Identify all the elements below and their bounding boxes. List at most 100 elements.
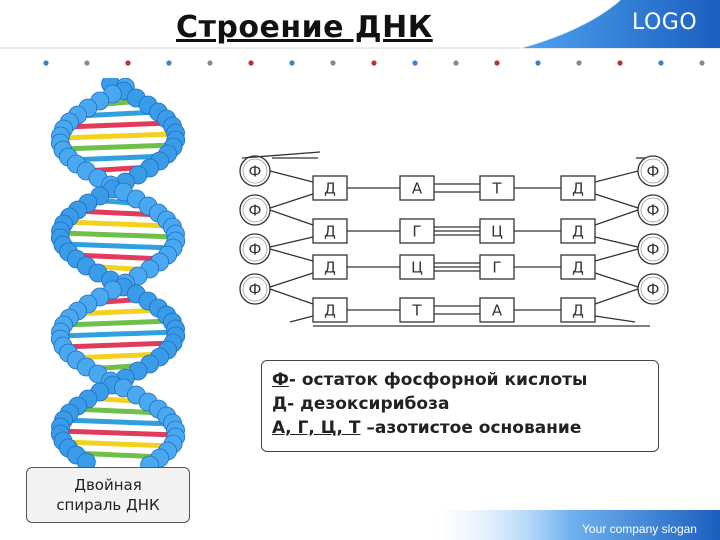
base-right-label: Г — [492, 259, 501, 277]
phosphate-right-label: Ф — [647, 202, 660, 220]
base-pair-rung — [57, 428, 179, 438]
base-pair-rung — [61, 417, 175, 427]
divider-dot — [166, 60, 172, 66]
base-pair-rung — [57, 230, 179, 240]
divider-dot — [43, 60, 49, 66]
phosphate-right-label: Ф — [647, 281, 660, 299]
legend-box: Ф- остаток фосфорной кислоты Д- дезоксир… — [261, 360, 659, 452]
base-right: Г — [479, 254, 515, 280]
legend-text: - дезоксирибоза — [287, 394, 450, 414]
sugar-left: Д — [312, 218, 348, 244]
backbone-bead — [76, 452, 96, 470]
phosphate-left-label: Ф — [249, 202, 262, 220]
phosphate-right-label: Ф — [647, 163, 660, 181]
sugar-left-label: Д — [324, 223, 336, 241]
sugar-left-label: Д — [324, 259, 336, 277]
slogan: Your company slogan — [582, 522, 697, 536]
phosphate-left-label: Ф — [249, 281, 262, 299]
legend-text: - остаток фосфорной кислоты — [288, 370, 588, 390]
base-left: Т — [399, 297, 435, 323]
divider-dot — [494, 60, 500, 66]
legend-line-sugar: Д- дезоксирибоза — [272, 392, 648, 416]
sugar-phosphate-link-right — [594, 236, 639, 248]
phosphate-right: Ф — [637, 194, 669, 226]
sugar-phosphate-link-right — [594, 193, 639, 209]
phosphate-left-label: Ф — [249, 163, 262, 181]
divider-dot — [289, 60, 295, 66]
divider-dot — [330, 60, 336, 66]
base-pair-rung — [67, 153, 169, 163]
legend-key: Ф — [272, 370, 289, 390]
divider-dot — [371, 60, 377, 66]
base-pair-rung — [59, 142, 177, 152]
divider-dot — [453, 60, 459, 66]
base-right-label: А — [492, 302, 503, 320]
base-pair-rung — [71, 406, 165, 416]
divider-dot — [125, 60, 131, 66]
page-title: Строение ДНК — [176, 10, 433, 45]
phosphate-right-label: Ф — [647, 241, 660, 259]
phosphate-sugar-link-left — [269, 248, 314, 262]
sugar-right: Д — [560, 254, 596, 280]
divider-dot — [412, 60, 418, 66]
legend-key: А, Г, Ц, Т — [272, 418, 361, 438]
base-right-label: Т — [491, 180, 502, 198]
divider-dot — [576, 60, 582, 66]
base-left-label: Т — [411, 302, 422, 320]
caption-line: спираль ДНК — [56, 496, 160, 514]
phosphate-left: Ф — [239, 194, 271, 226]
dna-helix-image — [50, 78, 186, 470]
sugar-phosphate-link-left — [269, 272, 314, 288]
sugar-left-label: Д — [324, 180, 336, 198]
phosphate-sugar-link-left — [269, 209, 314, 226]
base-pair-rung — [61, 318, 175, 328]
legend-text: –азотистое основание — [360, 418, 582, 438]
base-right-label: Ц — [491, 223, 503, 241]
base-left: Г — [399, 218, 435, 244]
strand-rail-left — [241, 151, 321, 159]
sugar-right-label: Д — [572, 302, 584, 320]
phosphate-sugar-link-left — [269, 170, 314, 183]
divider-dot — [658, 60, 664, 66]
sugar-phosphate-link-left — [269, 236, 314, 248]
sugar-right: Д — [560, 175, 596, 201]
base-left-label: Г — [412, 223, 421, 241]
base-pair-rung — [57, 329, 179, 339]
phosphate-right: Ф — [637, 233, 669, 265]
phosphate-sugar-link-right — [594, 288, 639, 305]
phosphate-right: Ф — [637, 155, 669, 187]
divider-dot — [84, 60, 90, 66]
phosphate-left: Ф — [239, 233, 271, 265]
phosphate-left: Ф — [239, 155, 271, 187]
phosphate-sugar-link-right — [594, 209, 639, 226]
base-pair-rung — [59, 241, 177, 251]
helix-caption: Двойная спираль ДНК — [26, 467, 190, 523]
legend-key: Д — [272, 394, 288, 414]
phosphate-right: Ф — [637, 273, 669, 305]
base-left-label: А — [412, 180, 423, 198]
sugar-phosphate-link-right — [594, 272, 639, 288]
backbone-bead — [140, 455, 160, 470]
phosphate-sugar-link-right — [594, 248, 639, 262]
phosphate-sugar-link-left — [269, 288, 314, 305]
divider-dot — [699, 60, 705, 66]
phosphate-left-label: Ф — [249, 241, 262, 259]
divider-dot — [617, 60, 623, 66]
sugar-left-label: Д — [324, 302, 336, 320]
base-left: А — [399, 175, 435, 201]
base-pair-rung — [72, 307, 164, 317]
sugar-phosphate-link-left — [289, 315, 314, 323]
phosphate-left: Ф — [239, 273, 271, 305]
base-pair-rung — [62, 219, 174, 229]
sugar-left: Д — [312, 175, 348, 201]
sugar-right-label: Д — [572, 223, 584, 241]
base-pair-rung — [57, 131, 179, 141]
sugar-phosphate-link-left — [269, 193, 314, 209]
sugar-right: Д — [560, 218, 596, 244]
helix-backbone — [50, 78, 186, 470]
sugar-phosphate-link-right — [594, 315, 636, 323]
base-pair-rung — [60, 340, 176, 350]
header-band — [0, 0, 720, 49]
caption-line: Двойная — [74, 476, 142, 494]
